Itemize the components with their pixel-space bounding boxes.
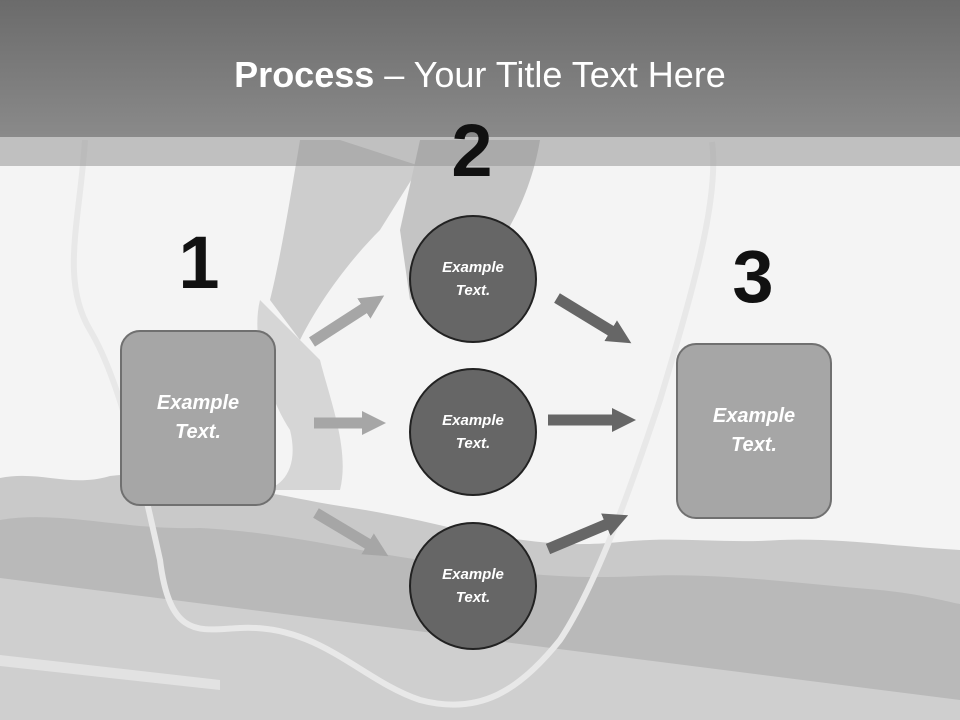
step-number-2: 2 [451,109,493,192]
circle-top: Example Text. [409,215,537,343]
step-number-1: 1 [178,221,220,304]
arrow-bottom-to-right [545,513,629,555]
slide-title: Process – Your Title Text Here [0,54,960,96]
right-box-label: Example Text. [712,405,796,456]
right-box: Example Text. [676,343,832,519]
arrow-left-to-bottom [313,508,389,557]
circle-middle: Example Text. [409,368,537,496]
circle-top-label: Example Text. [442,259,504,299]
left-box-label: Example Text. [156,392,240,443]
arrow-top-to-right [554,293,632,344]
circle-middle-label: Example Text. [442,412,504,452]
step-number-3: 3 [732,235,774,318]
title-bar [0,0,960,137]
circle-bottom-label: Example Text. [442,566,504,606]
title-bold: Process [234,54,375,95]
left-box: Example Text. [120,330,276,506]
arrow-left-to-top [309,295,385,347]
title-rest: – Your Title Text Here [374,54,726,95]
title-strip [0,137,960,166]
circle-bottom: Example Text. [409,522,537,650]
